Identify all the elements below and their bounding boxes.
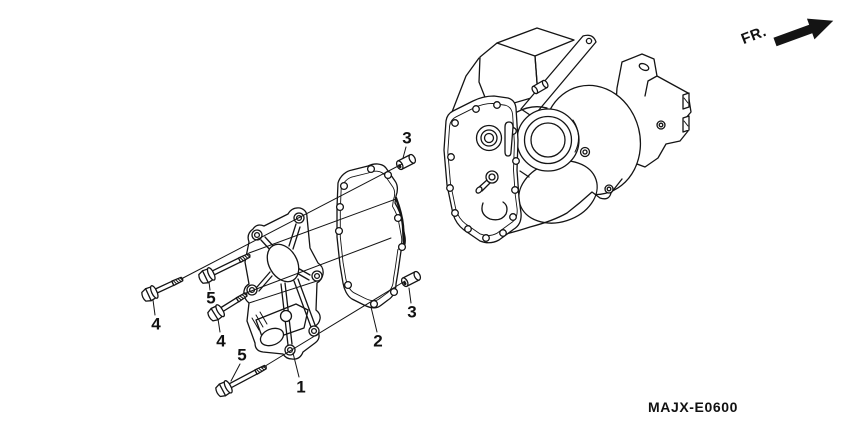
callout-label-3-upper[interactable]: 3: [402, 128, 412, 148]
flange-bolt-4-upper[interactable]: [139, 271, 187, 305]
fr-direction-arrow-icon: [773, 18, 834, 47]
flange-bolt-5-upper[interactable]: [196, 248, 254, 287]
transmission-case[interactable]: [443, 27, 692, 244]
callout-label-4-lower[interactable]: 4: [216, 331, 226, 351]
dowel-pin-3-upper[interactable]: [394, 152, 418, 172]
callout-label-1[interactable]: 1: [296, 377, 306, 397]
callout-label-3-lower[interactable]: 3: [407, 302, 417, 322]
callout-label-5-upper[interactable]: 5: [206, 288, 216, 308]
flange-bolt-5-lower[interactable]: [213, 359, 271, 400]
diagram-code: MAJX-E0600: [648, 399, 739, 415]
assembly-axis-lines: [182, 163, 406, 369]
callout-label-2[interactable]: 2: [373, 331, 383, 351]
cover-gasket[interactable]: [334, 163, 407, 309]
transmission-cover[interactable]: [243, 207, 324, 360]
callout-label-5-lower[interactable]: 5: [237, 345, 247, 365]
callout-label-4-upper[interactable]: 4: [151, 314, 161, 334]
callout-leader-lines: [152, 146, 412, 382]
dowel-pin-3-lower[interactable]: [399, 269, 423, 289]
